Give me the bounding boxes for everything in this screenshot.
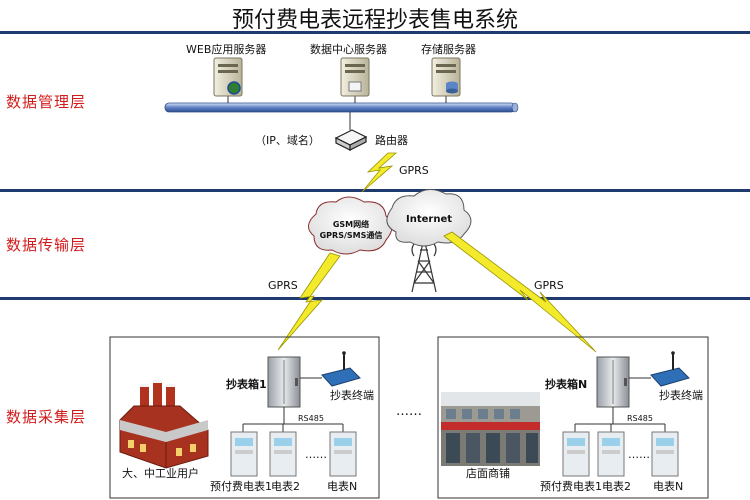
internet-cloud	[386, 189, 472, 247]
server-label: 存储服务器	[421, 43, 476, 56]
reading-terminal-label: 抄表终端	[659, 389, 703, 402]
router-label: 路由器	[375, 134, 408, 147]
electric-meter-icon	[562, 431, 590, 477]
layer-label-transmission: 数据传输层	[6, 236, 87, 254]
gsm-cloud-line1: GSM网络	[332, 220, 370, 229]
meter-cabinet-icon	[596, 356, 630, 408]
reading-terminal-label: 抄表终端	[330, 389, 374, 402]
network-bus	[164, 102, 519, 113]
reading-terminal-icon	[321, 351, 361, 387]
meter-label: 预付费电表1	[540, 480, 602, 493]
gprs-bolt	[277, 252, 341, 351]
electric-meter-icon	[269, 431, 297, 477]
meter-box-label: 抄表箱1	[226, 378, 267, 391]
meter-label: 电表2	[602, 480, 631, 493]
router-note: （IP、域名）	[255, 134, 320, 147]
meter-box-label: 抄表箱N	[545, 378, 588, 391]
layer-label-management: 数据管理层	[6, 93, 87, 111]
site-user-label: 店面商铺	[466, 467, 510, 480]
gprs-bolt	[361, 152, 398, 193]
reading-terminal-icon	[650, 351, 690, 387]
page-title: 预付费电表远程抄表售电系统	[231, 8, 518, 33]
meter-cabinet-icon	[267, 356, 301, 408]
server-label: 数据中心服务器	[310, 43, 387, 56]
gsm-cloud	[308, 196, 393, 255]
internet-cloud-label: Internet	[405, 214, 452, 225]
gprs-label: GPRS	[534, 279, 564, 292]
server-icon	[340, 57, 370, 97]
left-site-box	[109, 336, 380, 499]
gprs-label: GPRS	[268, 279, 298, 292]
factory-icon	[119, 380, 209, 469]
meter-ellipsis: ……	[628, 448, 650, 461]
server-icon	[213, 57, 243, 97]
rs485-label: RS485	[627, 414, 653, 423]
site-user-label: 大、中工业用户	[122, 467, 199, 480]
layer-label-collection: 数据采集层	[6, 408, 87, 426]
right-site-box	[437, 336, 709, 499]
electric-meter-icon	[651, 431, 679, 477]
sites-ellipsis: ……	[396, 404, 422, 419]
meter-label: 预付费电表1	[210, 480, 272, 493]
radio-tower-icon	[411, 237, 437, 293]
gprs-bolt	[443, 231, 597, 353]
storefront-image	[441, 392, 540, 466]
electric-meter-icon	[230, 431, 258, 477]
router-icon	[334, 129, 368, 151]
meter-label: 电表N	[653, 480, 684, 493]
meter-ellipsis: ……	[305, 448, 327, 461]
server-icon	[431, 57, 461, 97]
rs485-label: RS485	[298, 414, 324, 423]
server-label: WEB应用服务器	[186, 43, 267, 56]
electric-meter-icon	[597, 431, 625, 477]
electric-meter-icon	[329, 431, 357, 477]
meter-label: 电表2	[271, 480, 300, 493]
gprs-label: GPRS	[399, 164, 429, 177]
gsm-cloud-line2: GPRS/SMS通信	[319, 231, 383, 240]
layer-dividers	[0, 31, 750, 300]
meter-label: 电表N	[327, 480, 358, 493]
